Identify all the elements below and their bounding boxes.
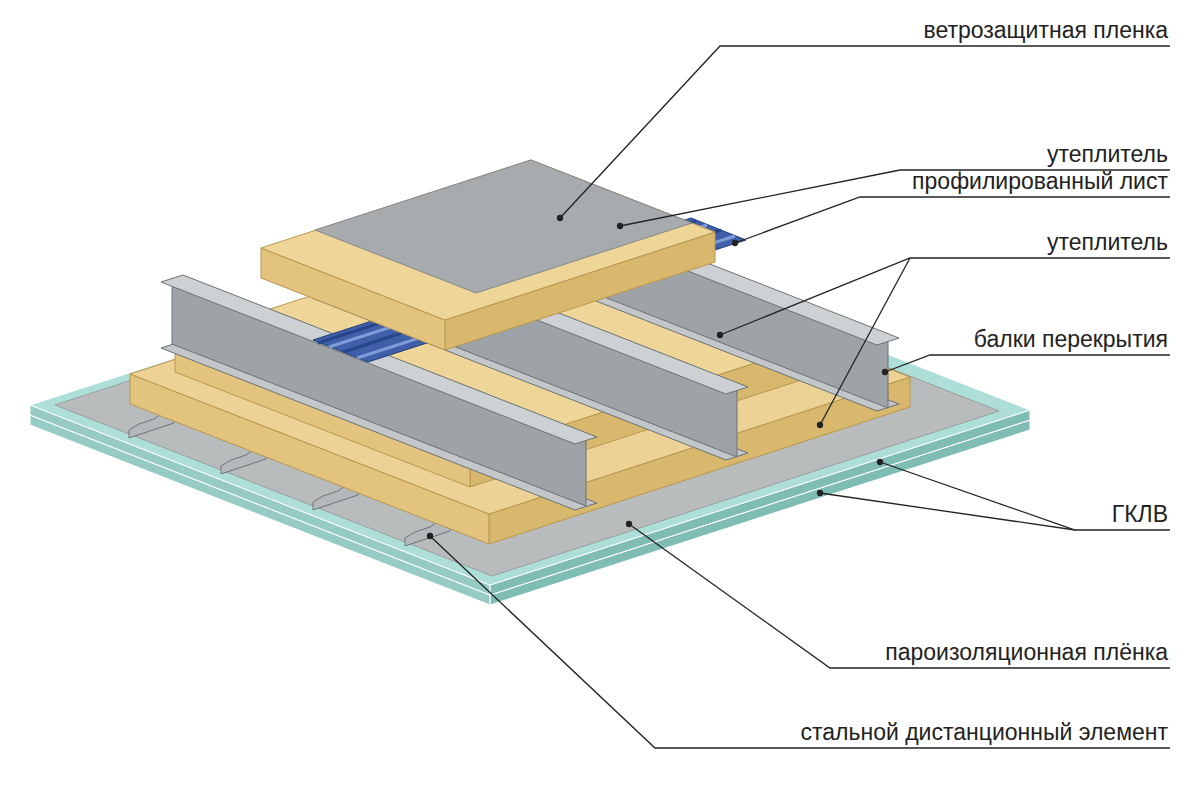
part-label: ветрозащитная пленка — [923, 17, 1168, 43]
leader-dot — [428, 534, 433, 539]
leader-line — [880, 462, 1170, 530]
leader-dot — [818, 423, 823, 428]
leader-dot — [878, 460, 883, 465]
insulation-face — [261, 160, 715, 320]
leader-line — [820, 258, 910, 425]
leader-lines — [428, 46, 1171, 748]
leader-line — [430, 536, 1170, 748]
insulation-top — [261, 160, 715, 350]
leader-dot — [558, 216, 563, 221]
part-label: балки перекрытия — [974, 326, 1168, 352]
part-label: утеплитель — [1047, 141, 1168, 167]
leader-dot — [618, 224, 623, 229]
wind-film — [315, 160, 692, 293]
part-label: пароизоляционная плёнка — [885, 639, 1168, 665]
leader-line — [560, 46, 1170, 218]
leader-line — [629, 524, 1170, 668]
leader-dot — [627, 522, 632, 527]
leader-dot — [883, 370, 888, 375]
leader-line — [720, 258, 1170, 335]
film-face — [315, 160, 692, 293]
part-label: ГКЛВ — [1112, 501, 1168, 527]
leader-dot — [718, 333, 723, 338]
leader-line — [820, 493, 1075, 530]
part-label: стальной дистанционный элемент — [800, 719, 1168, 745]
leader-dot — [733, 241, 738, 246]
leader-line — [885, 355, 1170, 372]
part-label: профилированный лист — [912, 168, 1168, 194]
part-label: утеплитель — [1047, 229, 1168, 255]
leader-dot — [818, 491, 823, 496]
